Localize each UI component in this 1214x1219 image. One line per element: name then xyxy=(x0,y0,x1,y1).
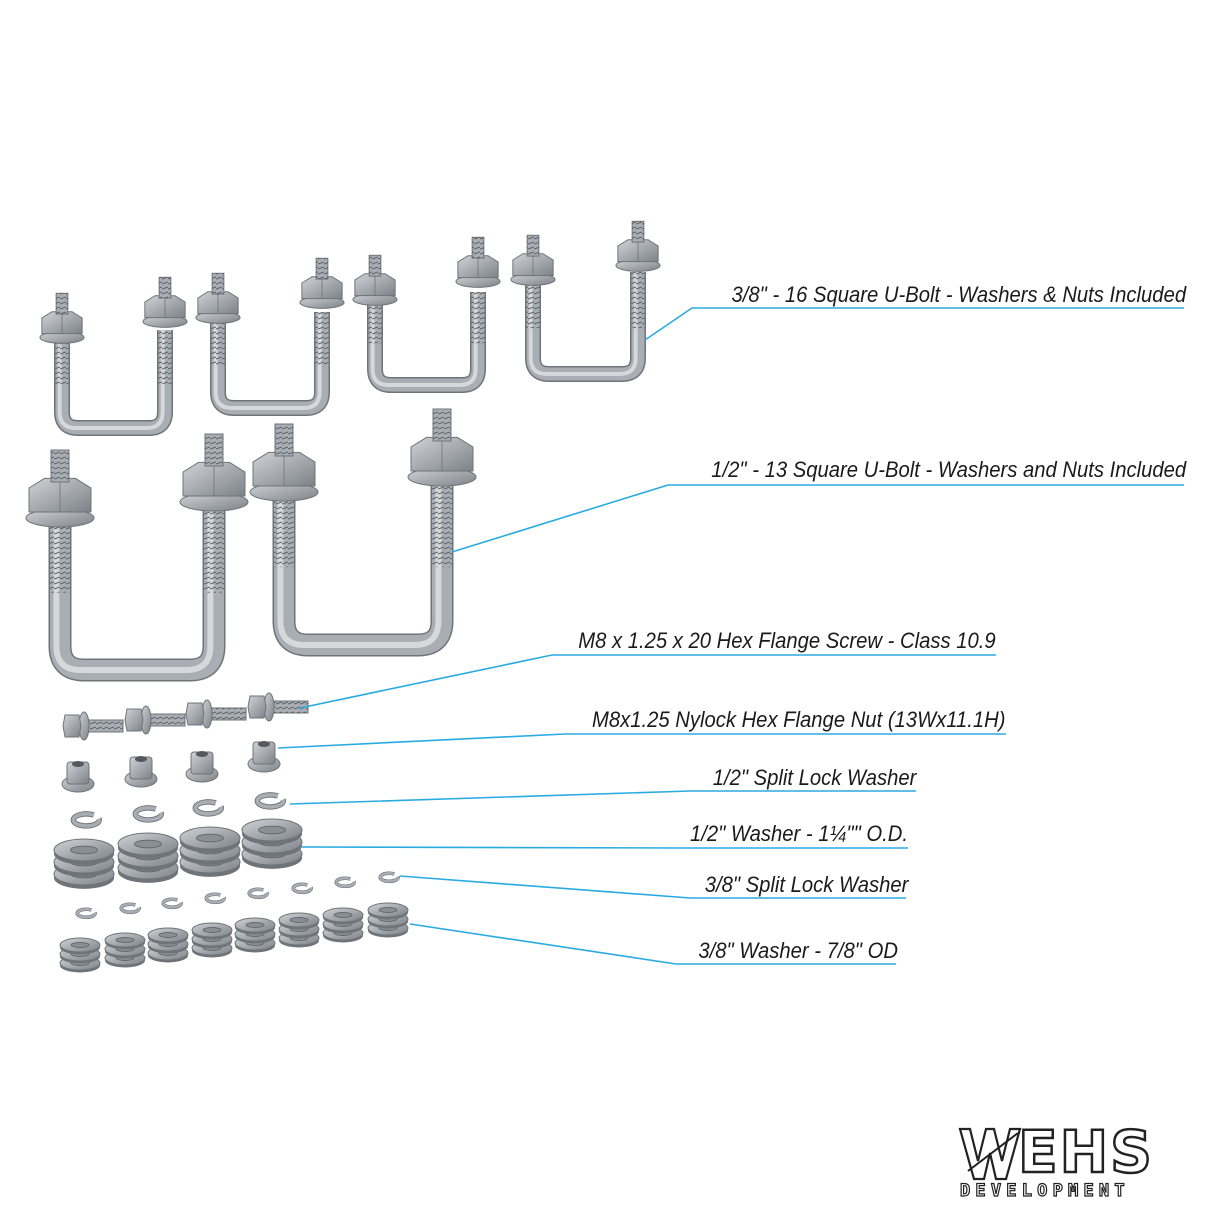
nylock-nut xyxy=(124,756,158,788)
ehs-development-logo: EHS DEVELOPMENT xyxy=(958,1118,1180,1203)
split-lock-washer-3-8 xyxy=(204,892,226,905)
washer-stack-3-8 xyxy=(147,927,189,963)
leader-line-nylock-nut xyxy=(277,733,1006,749)
washer-stack-1-2 xyxy=(179,826,241,877)
label-nylock-nut: M8x1.25 Nylock Hex Flange Nut (13Wx11.1H… xyxy=(592,707,1006,732)
split-lock-washer-3-8 xyxy=(161,897,183,910)
nylock-nut xyxy=(61,761,95,793)
label-u-bolt-3-8: 3/8" - 16 Square U-Bolt - Washers & Nuts… xyxy=(731,282,1186,307)
washer-stack-3-8 xyxy=(322,907,364,943)
washer-stack-3-8 xyxy=(234,917,276,953)
u-bolt-large xyxy=(249,408,477,657)
washer-stack-1-2 xyxy=(53,838,115,889)
wehs-w-icon xyxy=(958,1127,1022,1181)
leader-line-split-lock-1-2 xyxy=(289,790,916,805)
split-lock-washer-3-8 xyxy=(378,871,400,884)
washer-stack-3-8 xyxy=(367,902,409,938)
split-lock-washer-1-2 xyxy=(192,799,224,817)
washer-stack-3-8 xyxy=(59,937,101,973)
u-bolt-small xyxy=(352,236,501,393)
split-lock-washer-1-2 xyxy=(132,805,164,823)
hex-flange-screw xyxy=(247,692,309,722)
label-split-lock-3-8: 3/8" Split Lock Washer xyxy=(704,872,908,897)
leader-line-split-lock-3-8 xyxy=(399,875,906,899)
split-lock-washer-3-8 xyxy=(119,902,141,915)
washer-stack-3-8 xyxy=(191,922,233,958)
split-lock-washer-3-8 xyxy=(291,882,313,895)
leader-line-hex-flange-screw xyxy=(299,654,996,709)
hex-flange-screw xyxy=(185,699,247,729)
split-lock-washer-3-8 xyxy=(75,907,97,920)
label-split-lock-1-2: 1/2" Split Lock Washer xyxy=(712,765,916,790)
logo-subtitle: DEVELOPMENT xyxy=(959,1180,1130,1201)
washer-stack-1-2 xyxy=(117,832,179,883)
label-washer-3-8: 3/8" Washer - 7/8" OD xyxy=(698,938,898,963)
leader-line-u-bolt-1-2 xyxy=(451,484,1184,553)
nylock-nut xyxy=(247,741,281,773)
u-bolt-small xyxy=(510,220,661,382)
label-hex-flange-screw: M8 x 1.25 x 20 Hex Flange Screw - Class … xyxy=(578,628,996,653)
split-lock-washer-1-2 xyxy=(70,811,102,829)
leader-line-washer-3-8 xyxy=(409,923,896,965)
u-bolt-small xyxy=(195,257,345,416)
u-bolt-small xyxy=(39,276,188,436)
washer-stack-3-8 xyxy=(104,932,146,968)
nylock-nut xyxy=(185,751,219,783)
u-bolt-large xyxy=(25,433,249,682)
split-lock-washer-1-2 xyxy=(254,792,286,810)
split-lock-washer-3-8 xyxy=(334,876,356,889)
washer-stack-3-8 xyxy=(278,912,320,948)
split-lock-washer-3-8 xyxy=(247,887,269,900)
leader-line-washer-1-2 xyxy=(301,846,908,849)
hex-flange-screw xyxy=(62,711,124,741)
label-u-bolt-1-2: 1/2" - 13 Square U-Bolt - Washers and Nu… xyxy=(711,457,1186,482)
label-washer-1-2: 1/2" Washer - 1¼"" O.D. xyxy=(689,821,908,846)
logo-word: EHS xyxy=(1017,1118,1154,1186)
hex-flange-screw xyxy=(124,705,186,735)
washer-stack-1-2 xyxy=(241,818,303,869)
leader-line-u-bolt-3-8 xyxy=(644,307,1184,341)
